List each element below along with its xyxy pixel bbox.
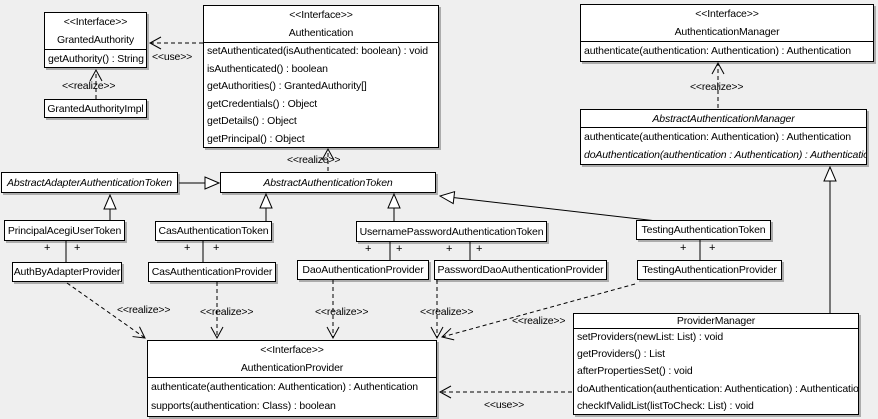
method: doAuthentication(authentication: Authent…: [577, 382, 859, 395]
method: doAuthentication(authentication : Authen…: [584, 149, 867, 161]
class-name: TestingAuthenticationToken: [641, 224, 766, 236]
stereotype-label: <<Interface>>: [289, 9, 353, 21]
class-header: <<Interface>> GrantedAuthority: [45, 13, 146, 50]
class-name: AbstractAuthenticationManager: [652, 113, 795, 125]
realize-stereotype-label: <<realize>>: [117, 304, 171, 316]
method: getAuthority() : String: [48, 53, 144, 65]
class-name: AbstractAuthenticationToken: [263, 176, 393, 189]
association-plus-label: +: [74, 242, 81, 254]
realize-stereotype-label: <<realize>>: [62, 80, 116, 92]
class-name: AuthByAdapterProvider: [13, 266, 121, 278]
class-name: PasswordDaoAuthenticationProvider: [437, 264, 604, 276]
method: getPrincipal() : Object: [207, 132, 305, 145]
class-name: GrantedAuthorityImpl: [47, 102, 144, 115]
association-plus-label: +: [365, 243, 372, 255]
use-stereotype-label: <<use>>: [152, 51, 193, 63]
method: getAuthorities() : GrantedAuthority[]: [207, 80, 367, 92]
class-header: AbstractAuthenticationManager: [581, 110, 866, 128]
use-stereotype-label: <<use>>: [484, 399, 525, 411]
association-plus-label: +: [476, 243, 483, 255]
realize-stereotype-label: <<realize>>: [420, 306, 474, 318]
class-header: <<Interface>> AuthenticationManager: [581, 5, 873, 42]
method: getDetails() : Object: [207, 115, 297, 127]
class-authentication[interactable]: <<Interface>> Authentication setAuthenti…: [203, 5, 439, 148]
realize-stereotype-label: <<realize>>: [315, 306, 369, 318]
class-testing-authentication-token[interactable]: TestingAuthenticationToken: [636, 220, 771, 240]
class-header: <<Interface>> AuthenticationProvider: [148, 341, 436, 378]
association-plus-label: +: [184, 242, 191, 254]
association-plus-label: +: [680, 242, 687, 254]
class-abstract-authentication-token[interactable]: AbstractAuthenticationToken: [220, 172, 436, 193]
class-name: TestingAuthenticationProvider: [642, 264, 777, 276]
method: checkIfValidList(listToCheck: List) : vo…: [577, 399, 754, 412]
class-provider-manager[interactable]: ProviderManager setProviders(newList: Li…: [573, 313, 859, 415]
method: getProviders() : List: [577, 348, 665, 361]
association-plus-label: +: [396, 243, 403, 255]
association-plus-label: +: [213, 242, 220, 254]
class-name: PrincipalAcegiUserToken: [7, 224, 122, 237]
method: setProviders(newList: List) : void: [577, 331, 724, 343]
class-principal-acegi-user-token[interactable]: PrincipalAcegiUserToken: [4, 220, 125, 241]
stereotype-label: <<Interface>>: [63, 16, 128, 28]
association-plus-label: +: [709, 242, 716, 254]
class-name: ProviderManager: [574, 314, 858, 329]
realize-stereotype-label: <<realize>>: [690, 81, 744, 93]
association-plus-label: +: [446, 243, 453, 255]
class-name: UsernamePasswordAuthenticationToken: [359, 225, 544, 238]
realize-stereotype-label: <<realize>>: [512, 315, 566, 327]
stereotype-label: <<Interface>>: [260, 344, 324, 356]
class-testing-authentication-provider[interactable]: TestingAuthenticationProvider: [637, 260, 782, 280]
class-password-dao-authentication-provider[interactable]: PasswordDaoAuthenticationProvider: [434, 260, 607, 280]
method: authenticate(authentication: Authenticat…: [584, 45, 851, 57]
method: getCredentials() : Object: [207, 97, 318, 110]
method: setAuthenticated(isAuthenticated: boolea…: [207, 45, 428, 57]
class-authentication-provider[interactable]: <<Interface>> AuthenticationProvider aut…: [147, 340, 437, 417]
realize-stereotype-label: <<realize>>: [287, 154, 341, 166]
class-name: DaoAuthenticationProvider: [302, 264, 424, 276]
class-name: CasAuthenticationProvider: [151, 266, 273, 278]
class-granted-authority[interactable]: <<Interface>> GrantedAuthority getAuthor…: [44, 12, 147, 68]
class-granted-authority-impl[interactable]: GrantedAuthorityImpl: [44, 99, 147, 118]
class-name: AuthenticationProvider: [240, 361, 344, 374]
association-plus-label: +: [44, 242, 51, 254]
class-name: GrantedAuthority: [57, 33, 134, 46]
class-cas-authentication-provider[interactable]: CasAuthenticationProvider: [148, 262, 276, 282]
class-username-password-authentication-token[interactable]: UsernamePasswordAuthenticationToken: [356, 221, 547, 242]
method: authenticate(authentication: Authenticat…: [151, 381, 418, 393]
class-name: Authentication: [288, 26, 354, 39]
edge-generalization-testing-token: [440, 196, 658, 222]
stereotype-label: <<Interface>>: [695, 8, 759, 20]
class-cas-authentication-token[interactable]: CasAuthenticationToken: [155, 221, 272, 241]
method: authenticate(authentication: Authenticat…: [584, 131, 851, 143]
class-name: AbstractAdapterAuthenticationToken: [7, 176, 172, 189]
method: isAuthenticated() : boolean: [207, 62, 328, 75]
realize-stereotype-label: <<realize>>: [200, 306, 254, 318]
class-auth-by-adapter-provider[interactable]: AuthByAdapterProvider: [12, 262, 122, 282]
class-name: CasAuthenticationToken: [158, 225, 269, 237]
method: supports(authentication: Class) : boolea…: [151, 399, 336, 412]
method: afterPropertiesSet() : void: [577, 365, 693, 378]
class-authentication-manager[interactable]: <<Interface>> AuthenticationManager auth…: [580, 4, 874, 62]
class-abstract-adapter-authentication-token[interactable]: AbstractAdapterAuthenticationToken: [1, 172, 178, 193]
class-name: AuthenticationManager: [674, 25, 780, 38]
class-dao-authentication-provider[interactable]: DaoAuthenticationProvider: [297, 260, 429, 280]
class-header: <<Interface>> Authentication: [204, 6, 438, 43]
class-abstract-authentication-manager[interactable]: AbstractAuthenticationManager authentica…: [580, 109, 867, 165]
